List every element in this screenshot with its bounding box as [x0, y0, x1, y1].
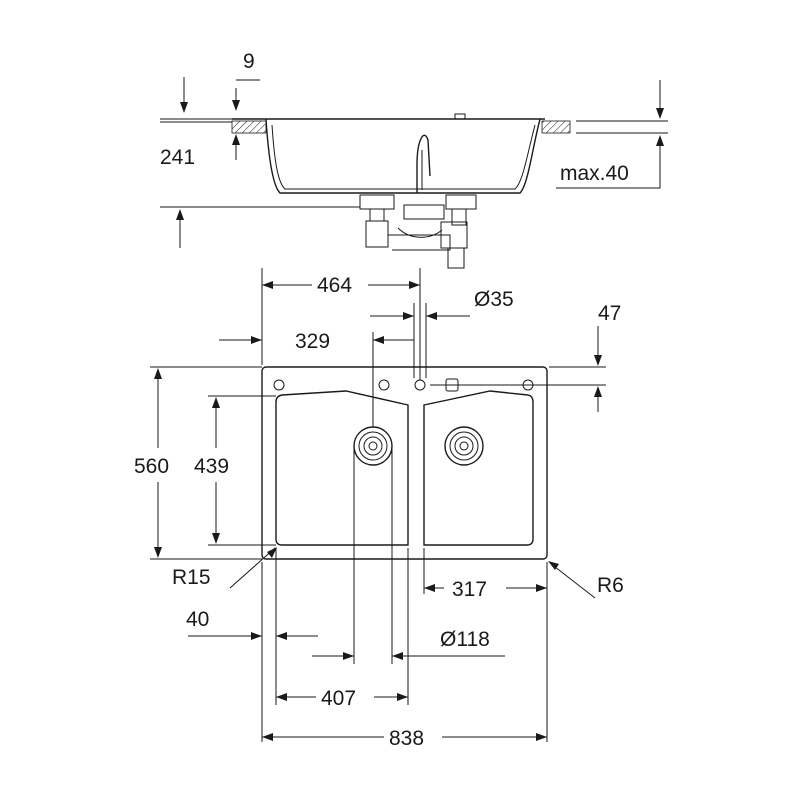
small-bowl	[423, 390, 534, 546]
dim-faucet-offset: 464	[317, 274, 352, 297]
dim-tap-hole-diameter: Ø35	[474, 288, 514, 311]
sink-bowl-profile	[265, 118, 541, 194]
drain-left	[353, 426, 393, 466]
tap-hole-3	[414, 379, 426, 391]
dim-edge-offset: 40	[186, 608, 209, 631]
dim-outer-depth: 560	[134, 455, 169, 478]
worktop-left-section	[231, 120, 267, 134]
dim-small-bowl-width: 317	[452, 578, 487, 601]
tap-hole-1	[273, 379, 285, 391]
top-view: 464 Ø35 329 47 560 439	[134, 268, 624, 750]
tap-hole-cap	[454, 113, 466, 120]
side-view: 9 241 max.40	[160, 50, 668, 269]
tap-hole-2	[378, 379, 390, 391]
dim-bowl-depth: 439	[194, 455, 229, 478]
sink-outline	[261, 366, 548, 560]
faucet-outline	[416, 134, 431, 193]
large-bowl	[275, 390, 409, 546]
dim-outer-radius: R15	[172, 566, 211, 589]
dim-inner-radius: R6	[597, 574, 624, 597]
dim-overall-width: 838	[389, 727, 424, 750]
dim-drain-diameter: Ø118	[440, 628, 490, 651]
dim-rim-thickness: 9	[243, 50, 255, 73]
dim-large-bowl-width: 407	[321, 687, 356, 710]
drain-right	[444, 426, 484, 466]
plumbing-waste	[359, 194, 477, 269]
dim-drain-offset: 329	[295, 330, 330, 353]
sink-bowl-inner-profile	[271, 124, 536, 190]
worktop-right-section	[541, 120, 571, 134]
dim-max-worktop: max.40	[560, 162, 629, 185]
dim-tap-hole-edge: 47	[598, 302, 621, 325]
dim-depth: 241	[160, 146, 195, 169]
